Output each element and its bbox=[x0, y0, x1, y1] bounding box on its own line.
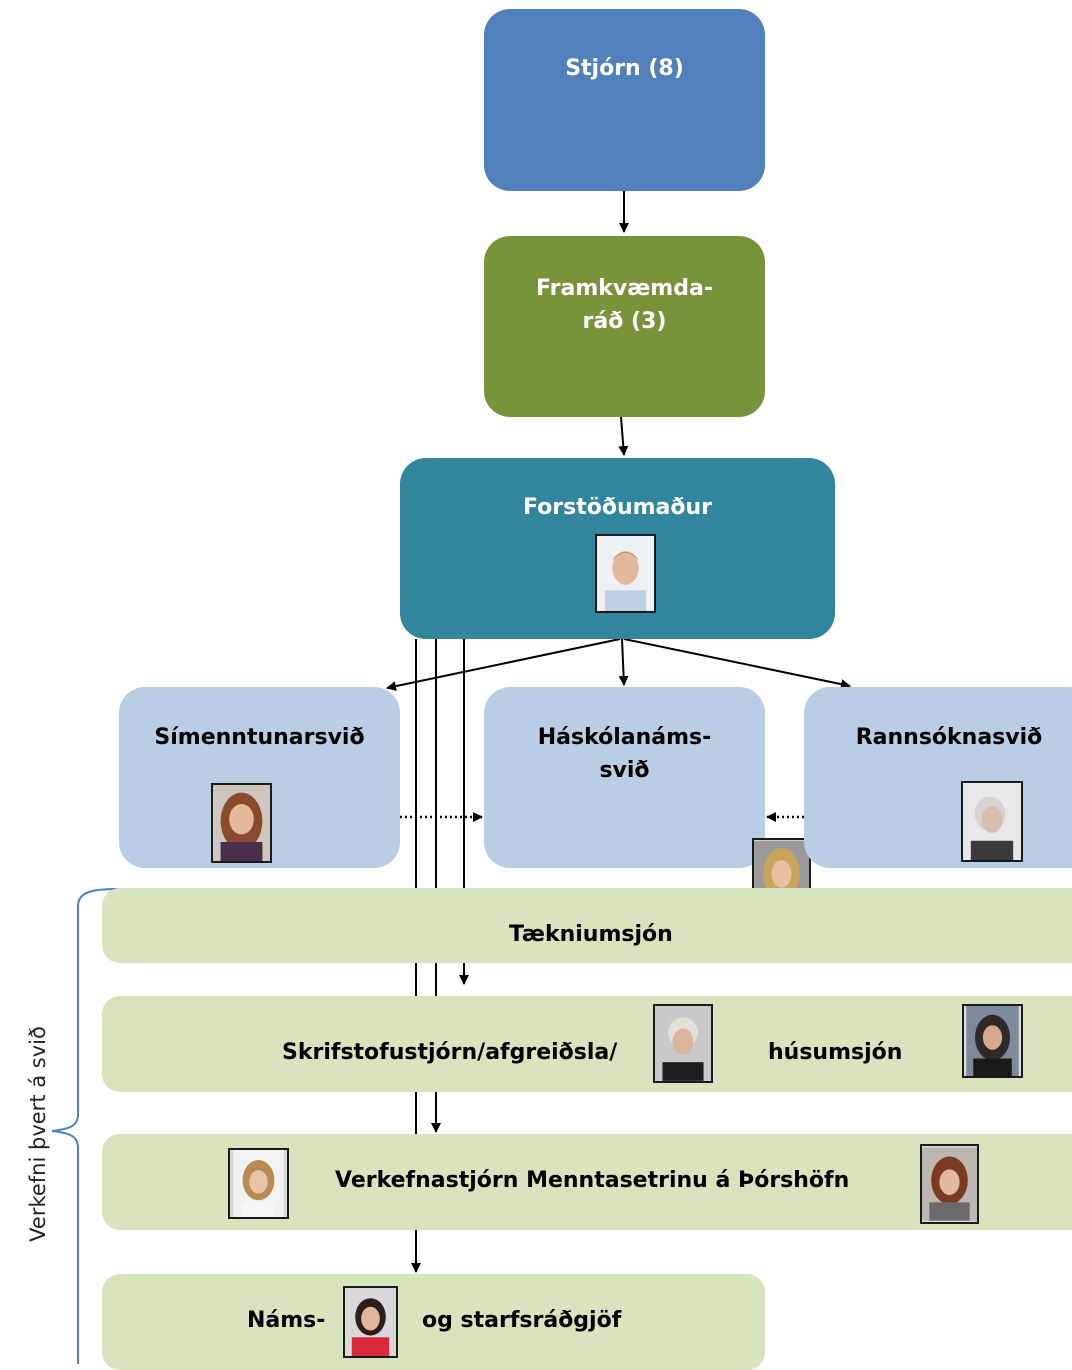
forstodumadur-photo bbox=[595, 534, 656, 613]
simenntunarsvid-photo bbox=[211, 783, 272, 863]
task-skrifstofustjorn: Skrifstofustjórn/afgreiðsla/ húsumsjón bbox=[102, 996, 1072, 1092]
task-tekniumsjon-label: Tækniumsjón bbox=[509, 922, 673, 947]
node-framkvaemdarad-label: Framkvæmda- ráð (3) bbox=[536, 276, 713, 334]
node-rannsoknasvid: Rannsóknasvið bbox=[804, 687, 1072, 868]
arrow-forstodumadur-simenntunarsvid bbox=[386, 638, 621, 692]
task-skrifstofustjorn-label: Skrifstofustjórn/afgreiðsla/ bbox=[282, 1040, 618, 1065]
node-simenntunarsvid-label: Símenntunarsvið bbox=[154, 725, 365, 750]
side-label: Verkefni þvert á svið bbox=[26, 1026, 50, 1242]
node-simenntunarsvid: Símenntunarsvið bbox=[119, 687, 400, 868]
node-stjorn: Stjórn (8) bbox=[484, 9, 765, 191]
verkefnastjorn-photo-left bbox=[228, 1148, 289, 1219]
node-haskolanamssvid: Háskólanáms- svið bbox=[484, 687, 765, 868]
rannsoknasvid-photo bbox=[961, 781, 1023, 862]
husumsjon-photo bbox=[962, 1004, 1023, 1078]
task-nams-og-starfsradgjof: Náms- og starfsráðgjöf bbox=[102, 1274, 765, 1370]
task-husumsjon-label: húsumsjón bbox=[768, 1040, 903, 1065]
skrifstofustjorn-photo bbox=[653, 1004, 713, 1083]
node-haskolanamssvid-label: Háskólanáms- svið bbox=[537, 725, 712, 783]
verkefnastjorn-photo-right bbox=[920, 1144, 979, 1224]
task-verkefnastjorn-label: Verkefnastjórn Menntasetrinu á Þórshöfn bbox=[335, 1168, 850, 1193]
task-nams-label: Náms- bbox=[247, 1308, 326, 1333]
task-starfsradgjof-label: og starfsráðgjöf bbox=[422, 1308, 622, 1333]
node-rannsoknasvid-label: Rannsóknasvið bbox=[855, 725, 1043, 750]
node-stjorn-label: Stjórn (8) bbox=[565, 56, 684, 81]
node-framkvaemdarad: Framkvæmda- ráð (3) bbox=[484, 236, 765, 417]
arrow-framkvaemdarad-forstodumadur bbox=[618, 416, 629, 456]
node-forstodumadur-label: Forstöðumaður bbox=[523, 495, 712, 520]
nams-photo bbox=[343, 1286, 398, 1358]
arrow-forstodumadur-rannsoknasvid bbox=[623, 638, 851, 690]
task-tekniumsjon: Tækniumsjón bbox=[102, 888, 1072, 963]
arrow-forstodumadur-haskolanamssvid bbox=[618, 638, 629, 686]
